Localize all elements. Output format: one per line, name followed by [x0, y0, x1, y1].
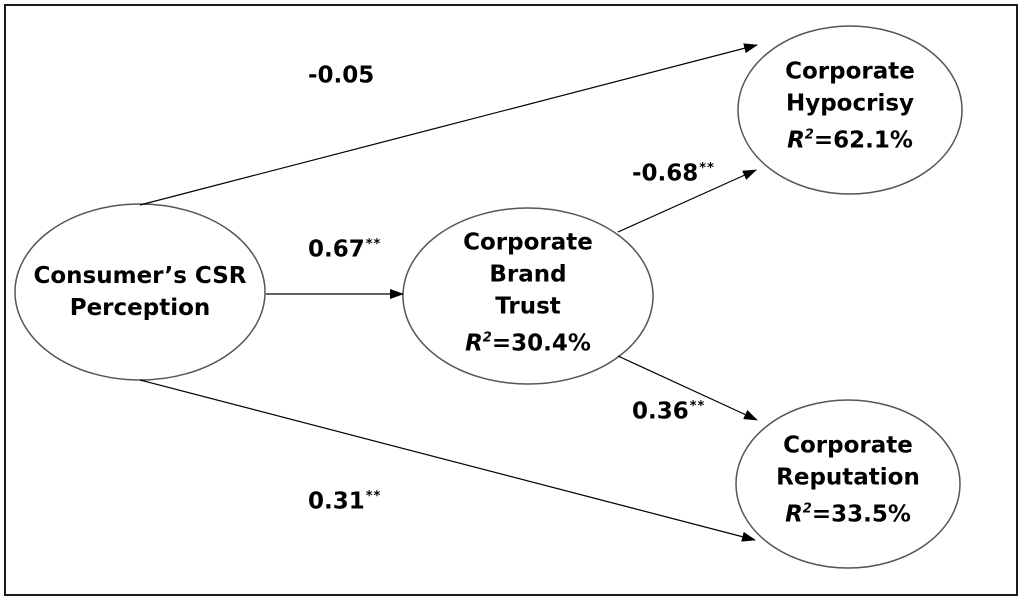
coef-significance: ** — [689, 399, 706, 414]
node-reputation-line-2: Reputation — [776, 464, 920, 491]
coef-value: 0.67 — [308, 236, 365, 263]
node-trust-r2: R2=30.4% — [463, 323, 593, 360]
r2-value: =62.1% — [813, 127, 913, 154]
node-hypocrisy-ellipse — [737, 25, 963, 195]
node-reputation-ellipse — [735, 399, 961, 569]
arrow-trust-to-hypocrisy — [617, 169, 757, 233]
node-csr-line-2: Perception — [69, 295, 211, 321]
coef-value: -0.05 — [308, 62, 375, 89]
r2-symbol: R — [785, 501, 803, 528]
node-reputation-line-1: Corporate — [783, 432, 913, 459]
node-trust-line-2: Brand — [489, 261, 567, 288]
coef-value: 0.31 — [308, 488, 365, 515]
r2-value: =33.5% — [811, 501, 911, 528]
coef-significance: ** — [365, 237, 382, 252]
coef-trust-to-hypocrisy: -0.68** — [632, 162, 715, 186]
r2-symbol: R — [787, 127, 805, 154]
node-trust-line-3: Trust — [495, 293, 561, 320]
arrow-csr-to-reputation — [139, 379, 756, 542]
node-hypocrisy-r2: R2=62.1% — [785, 120, 915, 157]
coef-value: -0.68 — [632, 160, 699, 187]
coef-csr-to-trust: 0.67** — [308, 238, 381, 262]
coef-csr-to-hypocrisy: -0.05 — [308, 64, 375, 88]
node-trust-label: Corporate Brand Trust R2=30.4% — [463, 227, 593, 360]
coef-trust-to-reputation: 0.36** — [632, 400, 705, 424]
r2-superscript: 2 — [804, 127, 814, 143]
coef-significance: ** — [365, 489, 382, 504]
node-csr-line-1: Consumer’s CSR — [33, 263, 247, 289]
arrow-trust-to-reputation — [617, 355, 758, 421]
node-hypocrisy-label: Corporate Hypocrisy R2=62.1% — [785, 56, 915, 157]
arrow-csr-to-hypocrisy — [139, 43, 758, 206]
coef-significance: ** — [699, 161, 715, 176]
node-hypocrisy-line-1: Corporate — [785, 58, 915, 85]
coef-value: 0.36 — [632, 398, 689, 425]
node-hypocrisy-line-2: Hypocrisy — [785, 90, 915, 117]
coef-csr-to-reputation: 0.31** — [308, 490, 381, 514]
r2-superscript: 2 — [802, 501, 812, 517]
node-csr-label: Consumer’s CSR Perception — [33, 260, 246, 324]
node-trust-line-1: Corporate — [463, 229, 593, 256]
r2-superscript: 2 — [482, 330, 492, 346]
r2-value: =30.4% — [491, 330, 591, 357]
node-reputation-label: Corporate Reputation R2=33.5% — [776, 430, 920, 531]
diagram-frame — [4, 4, 1018, 596]
node-reputation-r2: R2=33.5% — [776, 494, 920, 531]
r2-symbol: R — [465, 330, 483, 357]
